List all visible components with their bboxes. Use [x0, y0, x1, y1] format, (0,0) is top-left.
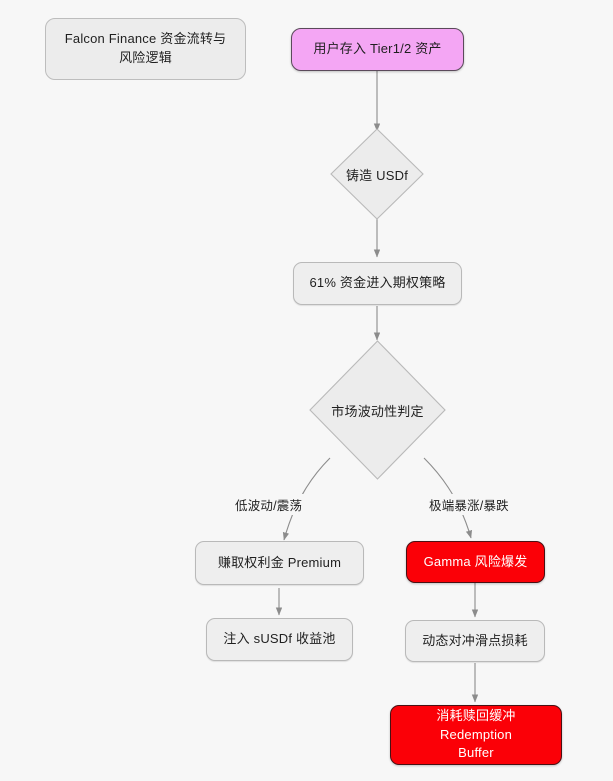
node-allocate[interactable]: 61% 资金进入期权策略	[293, 262, 462, 305]
node-volatility-label: 市场波动性判定	[331, 403, 424, 419]
node-gamma[interactable]: Gamma 风险爆发	[406, 541, 545, 583]
node-volatility[interactable]: 市场波动性判定	[309, 340, 446, 480]
node-slippage-label: 动态对冲滑点损耗	[422, 632, 528, 648]
node-mint-label: 铸造 USDf	[345, 167, 409, 183]
node-slippage[interactable]: 动态对冲滑点损耗	[405, 620, 545, 662]
node-title-label: Falcon Finance 资金流转与 风险逻辑	[64, 31, 227, 65]
mint-diamond-shape	[330, 128, 424, 220]
node-title: Falcon Finance 资金流转与 风险逻辑	[45, 18, 246, 80]
node-allocate-label: 61% 资金进入期权策略	[309, 275, 446, 291]
node-deposit[interactable]: 用户存入 Tier1/2 资产	[291, 28, 464, 71]
node-mint[interactable]: 铸造 USDf	[330, 128, 424, 220]
node-yieldpool-label: 注入 sUSDf 收益池	[223, 631, 336, 647]
node-premium-label: 赚取权利金 Premium	[217, 554, 342, 570]
node-buffer[interactable]: 消耗赎回缓冲 Redemption Buffer	[390, 705, 562, 765]
edge-label-low-volatility: 低波动/震荡	[232, 494, 306, 515]
node-deposit-label: 用户存入 Tier1/2 资产	[313, 41, 442, 57]
node-buffer-label: 消耗赎回缓冲 Redemption Buffer	[436, 707, 516, 761]
volatility-diamond-shape	[309, 340, 446, 480]
node-premium[interactable]: 赚取权利金 Premium	[195, 541, 364, 585]
edge-label-extreme-move: 极端暴涨/暴跌	[426, 494, 512, 515]
node-gamma-label: Gamma 风险爆发	[423, 553, 528, 569]
node-yieldpool[interactable]: 注入 sUSDf 收益池	[206, 618, 353, 661]
